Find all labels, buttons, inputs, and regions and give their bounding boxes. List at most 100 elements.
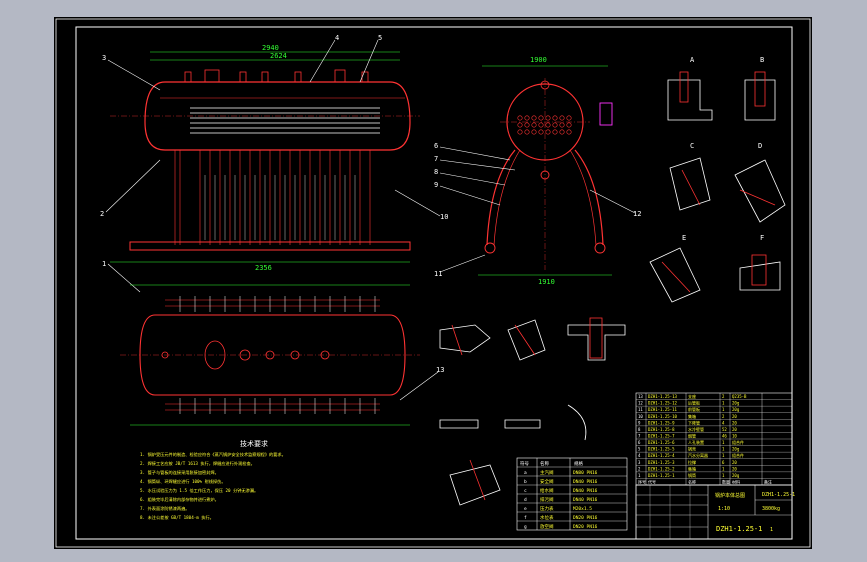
detail-label-c: C bbox=[690, 142, 694, 150]
nozzle-cell: DN20 PN16 bbox=[573, 524, 598, 530]
note-line-4: 4. 锅筒纵、环焊缝应进行 100% 射线探伤。 bbox=[140, 478, 226, 485]
water-wall-tubes bbox=[174, 150, 371, 245]
nozzle-cell: d bbox=[524, 497, 527, 503]
parts-cell: 20 bbox=[732, 466, 737, 471]
note-line-2: 2. 焊接工艺应按 JB/T 1613 执行，焊缝应进行外观检查。 bbox=[140, 460, 255, 467]
parts-cell: 8 bbox=[638, 427, 641, 432]
parts-cell: 5 bbox=[638, 447, 641, 452]
note-line-5: 5. 水压试验压力为 1.5 倍工作压力，保压 20 分钟无渗漏。 bbox=[140, 487, 258, 494]
parts-cell: 20 bbox=[732, 420, 737, 425]
parts-cell: DZH1-1.25-7 bbox=[648, 434, 675, 439]
parts-cell: 12 bbox=[638, 401, 643, 406]
parts-cell: 锅壳 bbox=[688, 446, 696, 452]
callout-6: 6 bbox=[434, 142, 438, 150]
left-lower-header bbox=[484, 242, 496, 254]
parts-cell: 支座 bbox=[688, 393, 696, 399]
plan-tube-ticks bbox=[179, 296, 376, 414]
drum-shell bbox=[144, 81, 411, 151]
parts-cell: 9 bbox=[638, 420, 641, 425]
title-code-top: DZH1-1.25-1 bbox=[762, 492, 795, 498]
detail-label-a: A bbox=[690, 56, 695, 64]
parts-cell: 7 bbox=[638, 434, 641, 439]
dim-width: 1900 bbox=[530, 56, 547, 64]
parts-cell: 下降管 bbox=[688, 419, 700, 425]
weld-section-details bbox=[439, 317, 626, 506]
nozzle-cell: DN40 PN16 bbox=[573, 488, 598, 494]
parts-cell: DZH1-1.25-1 bbox=[648, 473, 675, 478]
nozzle-cell: e bbox=[524, 507, 527, 512]
plan-drum-outline bbox=[139, 314, 406, 396]
nozzle-cell: b bbox=[524, 479, 527, 485]
right-lower-header bbox=[594, 242, 606, 254]
callout-7: 7 bbox=[434, 155, 438, 163]
detail-label-f: F bbox=[760, 234, 764, 242]
callout-12: 12 bbox=[633, 210, 641, 218]
note-line-7: 7. 外表面涂防锈漆两遍。 bbox=[140, 505, 189, 512]
parts-cell: DZH1-1.25-4 bbox=[648, 453, 675, 458]
parts-cell: 锅筒 bbox=[688, 472, 696, 478]
nozzle-cell: c bbox=[524, 489, 527, 494]
dim-height: 1910 bbox=[538, 278, 555, 286]
callout-10: 10 bbox=[440, 213, 448, 221]
dim-grate-length: 2356 bbox=[255, 264, 272, 272]
parts-cell: DZH1-1.25-12 bbox=[648, 401, 677, 406]
nozzle-cell: 水位表 bbox=[540, 514, 554, 521]
left-side-tube bbox=[486, 149, 516, 246]
note-line-8: 8. 未注公差按 GB/T 1804-m 执行。 bbox=[140, 514, 214, 521]
nozzle-cell: 主汽阀 bbox=[540, 469, 554, 476]
nozzle-cell: DN80 PN16 bbox=[573, 470, 598, 476]
callout-2: 2 bbox=[100, 210, 104, 218]
parts-cell: 组合件 bbox=[732, 452, 744, 458]
parts-cell: 52 bbox=[722, 427, 727, 432]
callout-3: 3 bbox=[102, 54, 106, 62]
parts-cell: 10 bbox=[732, 434, 737, 439]
parts-cell: 10 bbox=[638, 414, 643, 419]
parts-cell: 人孔装置 bbox=[688, 439, 704, 445]
title-scale: 1:10 bbox=[718, 506, 730, 512]
parts-cell: 20g bbox=[732, 401, 740, 406]
parts-cell: 1 bbox=[722, 407, 725, 412]
callout-8: 8 bbox=[434, 168, 438, 176]
parts-cell: DZH1-1.25-2 bbox=[648, 466, 675, 471]
outer-border bbox=[55, 18, 811, 548]
parts-cell: 1 bbox=[722, 447, 725, 452]
parts-cell: 前管板 bbox=[688, 406, 700, 412]
parts-cell: 水冷壁管 bbox=[688, 426, 704, 432]
nozzle-cell: 排污阀 bbox=[540, 496, 554, 503]
parts-cell: 13 bbox=[638, 394, 643, 399]
parts-cell: 2 bbox=[722, 414, 725, 419]
parts-cell: 1 bbox=[722, 473, 725, 478]
parts-cell: 20g bbox=[732, 473, 740, 478]
parts-cell: 4 bbox=[722, 420, 725, 425]
parts-cell: 6 bbox=[722, 460, 725, 465]
parts-cell: 烟管 bbox=[688, 433, 696, 439]
callout-9: 9 bbox=[434, 181, 438, 189]
parts-header-cell: 数量 bbox=[722, 479, 730, 485]
parts-cell: 11 bbox=[638, 407, 643, 412]
dim-shell-length: 2624 bbox=[270, 52, 287, 60]
parts-header-cell: 名称 bbox=[688, 479, 696, 485]
nozzle-cell: 给水阀 bbox=[540, 487, 554, 494]
parts-cell: 汽水分离器 bbox=[688, 452, 708, 458]
nozzle-header-spec: 规格 bbox=[574, 460, 583, 467]
parts-cell: 1 bbox=[722, 453, 725, 458]
nozzle-table: 符号 名称 规格 a 主汽阀 DN80 PN16 b 安全阀 DN40 PN16… bbox=[516, 457, 628, 531]
parts-cell: DZH1-1.25-5 bbox=[648, 447, 675, 452]
plan-tube-rows bbox=[165, 299, 380, 411]
front-elevation-view: 2940 2624 bbox=[100, 34, 448, 293]
detail-a-shape bbox=[667, 79, 713, 121]
parts-header-cell: 备注 bbox=[764, 479, 772, 485]
side-tube-matrix bbox=[517, 115, 572, 135]
side-nozzle-flange bbox=[599, 102, 613, 126]
parts-cell: DZH1-1.25-3 bbox=[648, 460, 675, 465]
nozzle-cell: 放空阀 bbox=[540, 523, 554, 530]
callout-13: 13 bbox=[436, 366, 444, 374]
parts-cell: DZH1-1.25-10 bbox=[648, 414, 677, 419]
fin-hatching bbox=[204, 175, 356, 240]
parts-cell: DZH1-1.25-9 bbox=[648, 420, 675, 425]
nozzle-cell: DN20 PN16 bbox=[573, 515, 598, 521]
parts-cell: 20 bbox=[732, 460, 737, 465]
parts-cell: 组合件 bbox=[732, 439, 744, 445]
plan-view: 13 bbox=[120, 284, 444, 426]
